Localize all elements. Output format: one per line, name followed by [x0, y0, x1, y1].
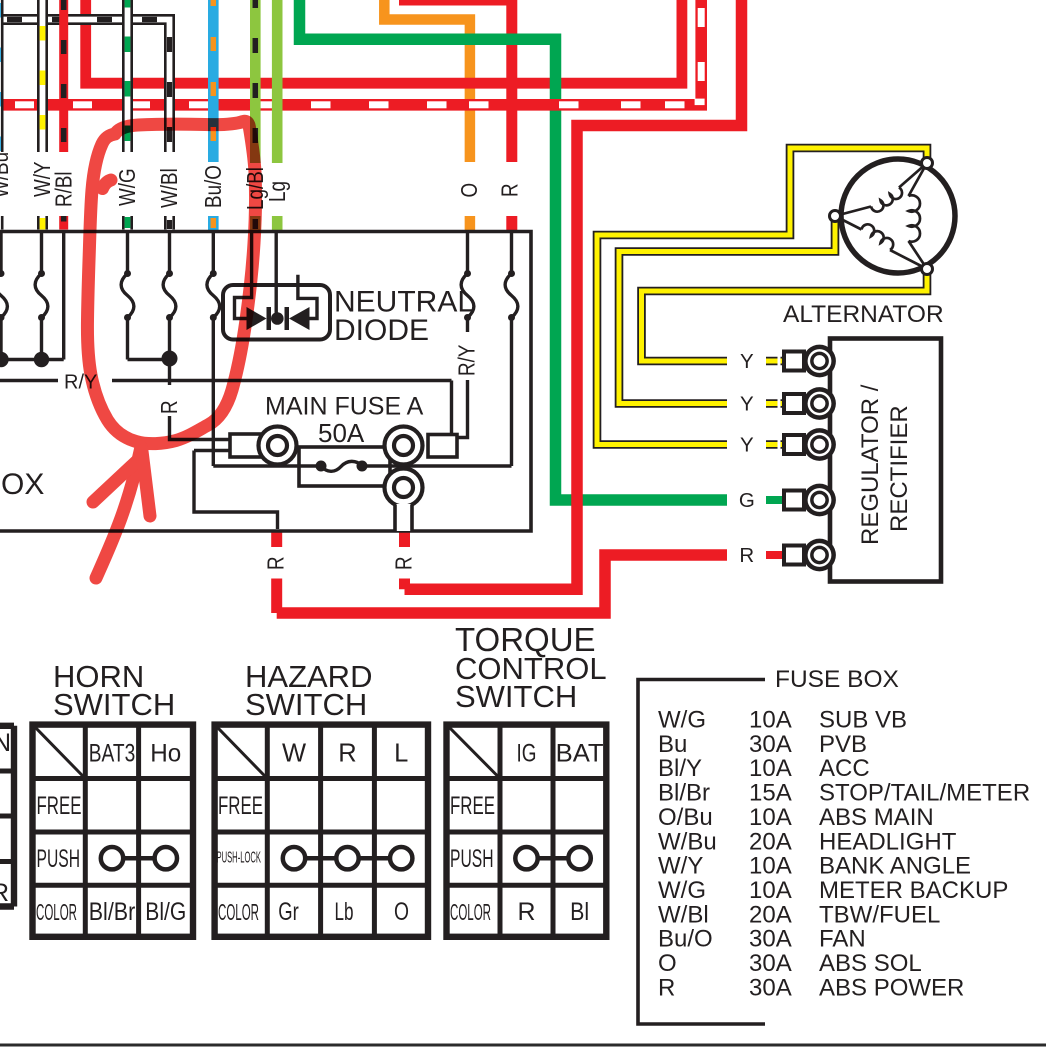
svg-text:R: R — [498, 183, 523, 197]
svg-text:BANK ANGLE: BANK ANGLE — [819, 853, 971, 880]
svg-text:W/Bu: W/Bu — [658, 828, 717, 855]
svg-text:Bu: Bu — [658, 731, 687, 758]
svg-text:Bl/Br: Bl/Br — [658, 780, 710, 807]
svg-text:10A: 10A — [749, 853, 792, 880]
svg-text:R: R — [264, 556, 289, 570]
svg-text:Y: Y — [740, 393, 754, 416]
svg-text:Y: Y — [740, 350, 754, 373]
svg-text:Bl/Y: Bl/Y — [658, 755, 702, 782]
svg-text:Bu/O: Bu/O — [658, 926, 713, 953]
svg-text:FREE: FREE — [218, 792, 263, 820]
svg-text:STOP/TAIL/METER: STOP/TAIL/METER — [819, 780, 1030, 807]
svg-text:O: O — [658, 950, 677, 977]
svg-text:HORN: HORN — [53, 659, 144, 694]
svg-text:R: R — [658, 974, 675, 1001]
svg-text:PUSH: PUSH — [37, 845, 81, 873]
svg-text:TORQUE: TORQUE — [455, 621, 596, 658]
svg-text:R: R — [338, 740, 356, 768]
svg-text:SUB VB: SUB VB — [819, 707, 907, 734]
svg-text:PVB: PVB — [819, 731, 867, 758]
svg-text:FREE: FREE — [37, 792, 82, 820]
svg-text:REGULATOR /: REGULATOR / — [857, 384, 884, 545]
svg-text:Lg: Lg — [265, 181, 290, 202]
svg-text:IG: IG — [517, 740, 537, 768]
svg-text:NEUTRAL: NEUTRAL — [334, 286, 474, 319]
svg-text:W/Y: W/Y — [658, 853, 703, 880]
svg-text:SWITCH: SWITCH — [455, 679, 577, 714]
svg-text:COLOR: COLOR — [36, 899, 77, 925]
svg-text:30A: 30A — [749, 974, 792, 1001]
svg-text:R/Bl: R/Bl — [52, 171, 77, 207]
svg-text:10A: 10A — [749, 707, 792, 734]
svg-text:SWITCH: SWITCH — [245, 687, 367, 722]
svg-text:OX: OX — [1, 468, 44, 501]
svg-text:HEADLIGHT: HEADLIGHT — [819, 828, 957, 855]
svg-text:Bl/Br: Bl/Br — [89, 898, 136, 926]
svg-text:30A: 30A — [749, 950, 792, 977]
svg-text:W/G: W/G — [115, 168, 140, 206]
svg-text:O: O — [394, 898, 409, 926]
svg-text:HAZARD: HAZARD — [245, 659, 372, 694]
svg-text:W/Bu: W/Bu — [0, 152, 13, 198]
svg-text:CONTROL: CONTROL — [455, 651, 607, 686]
svg-text:W/Y: W/Y — [30, 161, 55, 197]
svg-text:ABS SOL: ABS SOL — [819, 950, 922, 977]
svg-text:ACC: ACC — [819, 755, 870, 782]
svg-text:10A: 10A — [749, 804, 792, 831]
svg-text:FUSE BOX: FUSE BOX — [775, 666, 899, 693]
svg-text:Bl/G: Bl/G — [145, 898, 186, 926]
svg-text:10A: 10A — [749, 755, 792, 782]
svg-text:10A: 10A — [749, 877, 792, 904]
svg-text:30A: 30A — [749, 926, 792, 953]
svg-text:DIODE: DIODE — [334, 314, 429, 347]
svg-text:R/Y: R/Y — [455, 345, 480, 376]
svg-text:W/G: W/G — [658, 877, 706, 904]
svg-text:SWITCH: SWITCH — [53, 687, 175, 722]
svg-text:W/G: W/G — [658, 707, 706, 734]
svg-text:L: L — [394, 740, 408, 768]
svg-text:Ho: Ho — [150, 740, 181, 768]
svg-text:COLOR: COLOR — [218, 899, 259, 925]
svg-text:W/Bl: W/Bl — [658, 901, 709, 928]
svg-text:20A: 20A — [749, 901, 792, 928]
svg-text:Gr: Gr — [278, 898, 299, 926]
svg-text:15A: 15A — [749, 780, 792, 807]
svg-text:FAN: FAN — [819, 926, 866, 953]
svg-text:50A: 50A — [318, 418, 365, 448]
svg-text:O: O — [457, 183, 482, 198]
svg-text:FREE: FREE — [450, 792, 495, 820]
svg-text:ALTERNATOR: ALTERNATOR — [783, 301, 944, 328]
svg-text:TBW/FUEL: TBW/FUEL — [819, 901, 940, 928]
svg-text:W: W — [282, 740, 306, 768]
svg-text:R: R — [518, 898, 536, 926]
svg-text:R: R — [0, 879, 9, 907]
svg-text:R: R — [157, 400, 182, 414]
svg-text:O/Bu: O/Bu — [658, 804, 713, 831]
svg-text:R: R — [392, 556, 417, 570]
svg-text:BAT: BAT — [556, 740, 604, 768]
svg-text:ABS POWER: ABS POWER — [819, 974, 964, 1001]
svg-text:PUSH-LOCK: PUSH-LOCK — [217, 850, 262, 867]
svg-text:METER BACKUP: METER BACKUP — [819, 877, 1008, 904]
svg-text:Bl: Bl — [570, 898, 589, 926]
svg-text:PUSH: PUSH — [450, 845, 494, 873]
svg-text:20A: 20A — [749, 828, 792, 855]
svg-text:N: N — [0, 729, 11, 757]
svg-text:Y: Y — [740, 434, 754, 457]
svg-text:BAT3: BAT3 — [89, 740, 136, 768]
svg-text:RECTIFIER: RECTIFIER — [886, 405, 913, 532]
svg-text:Bu/O: Bu/O — [201, 165, 226, 208]
svg-text:ABS MAIN: ABS MAIN — [819, 804, 934, 831]
svg-text:COLOR: COLOR — [450, 899, 491, 925]
svg-text:MAIN FUSE A: MAIN FUSE A — [265, 393, 424, 421]
svg-text:30A: 30A — [749, 731, 792, 758]
svg-text:G: G — [739, 489, 755, 512]
svg-text:R: R — [739, 544, 754, 567]
svg-text:W/Bl: W/Bl — [157, 168, 182, 208]
svg-text:Lb: Lb — [335, 898, 354, 926]
